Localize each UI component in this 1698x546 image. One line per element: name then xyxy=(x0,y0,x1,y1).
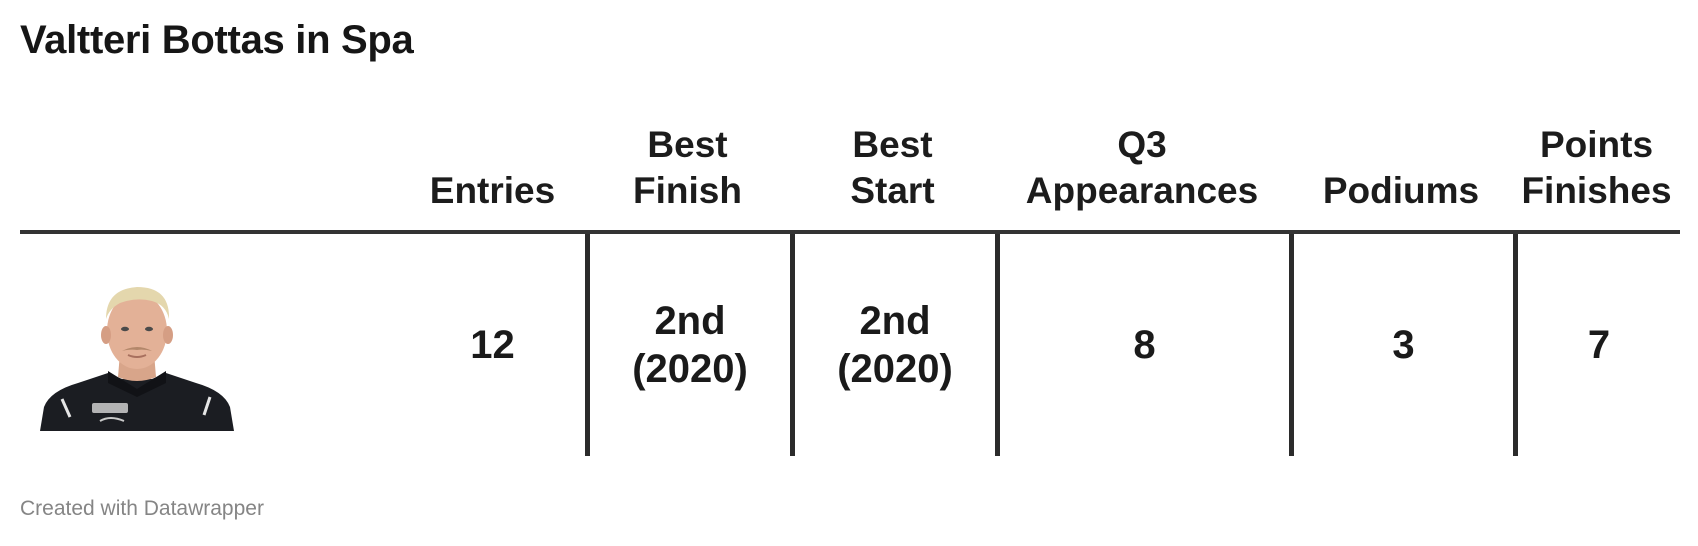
header-line: Entries xyxy=(429,170,556,211)
cell-line: 12 xyxy=(470,323,515,367)
column-header-best-finish: Best Finish xyxy=(585,118,790,230)
header-line: Appearances xyxy=(1025,170,1259,211)
cell-line: 2nd xyxy=(859,299,931,343)
column-header-photo xyxy=(20,118,400,230)
driver-photo-cell xyxy=(20,234,400,456)
cell-line: 3 xyxy=(1392,323,1415,367)
header-line: Best xyxy=(852,124,933,165)
cell-line: 8 xyxy=(1133,323,1156,367)
footer-credit: Created with Datawrapper xyxy=(20,497,264,520)
points-finishes-value: 7 xyxy=(1513,234,1680,456)
podiums-value: 3 xyxy=(1289,234,1513,456)
header-line: Podiums xyxy=(1322,170,1480,211)
column-header-best-start: Best Start xyxy=(790,118,995,230)
table-header: Entries Best Finish Best Start Q3 Appear… xyxy=(20,118,1680,234)
cell-line: (2020) xyxy=(632,347,748,391)
cell-line: 7 xyxy=(1587,323,1611,367)
best-start-value: 2nd (2020) xyxy=(790,234,995,456)
header-line: Q3 xyxy=(1117,124,1167,165)
stats-table: Entries Best Finish Best Start Q3 Appear… xyxy=(20,118,1680,456)
header-line: Finish xyxy=(633,170,742,211)
driver-portrait-icon xyxy=(40,287,234,431)
q3-appearances-value: 8 xyxy=(995,234,1289,456)
page-title: Valtteri Bottas in Spa xyxy=(20,18,414,62)
column-header-points-finishes: Points Finishes xyxy=(1513,118,1680,230)
entries-value: 12 xyxy=(400,234,585,456)
cell-line: 2nd xyxy=(654,299,726,343)
header-line: Start xyxy=(850,170,935,211)
header-line: Finishes xyxy=(1521,170,1672,211)
best-finish-value: 2nd (2020) xyxy=(585,234,790,456)
table-row: 12 2nd (2020) 2nd (2020) 8 3 xyxy=(20,234,1680,456)
column-header-q3-appearances: Q3 Appearances xyxy=(995,118,1289,230)
column-header-podiums: Podiums xyxy=(1289,118,1513,230)
header-line: Points xyxy=(1539,124,1654,165)
cell-line: (2020) xyxy=(837,347,953,391)
column-header-entries: Entries xyxy=(400,118,585,230)
header-line: Best xyxy=(647,124,728,165)
